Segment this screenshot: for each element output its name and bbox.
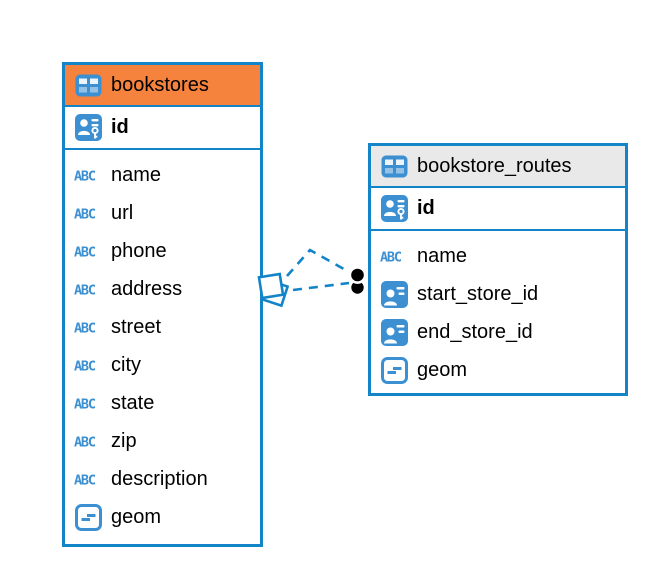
relation-line-upper[interactable] bbox=[286, 248, 352, 277]
text-icon: ABC bbox=[74, 428, 102, 455]
column-row[interactable]: geom bbox=[380, 351, 616, 389]
text-icon: ABC bbox=[74, 200, 102, 227]
primary-key-icon bbox=[380, 195, 408, 222]
relation-bookstores-to-bookstore-routes[interactable] bbox=[257, 248, 367, 308]
table-header[interactable]: bookstore_routes bbox=[371, 146, 625, 188]
svg-text:ABC: ABC bbox=[74, 472, 96, 488]
column-row[interactable]: ABC name bbox=[74, 156, 251, 194]
primary-key-icon bbox=[74, 114, 102, 141]
svg-text:ABC: ABC bbox=[74, 434, 96, 450]
column-name: name bbox=[111, 163, 162, 186]
column-row[interactable]: ABC description bbox=[74, 460, 251, 498]
text-icon: ABC bbox=[74, 314, 102, 341]
column-row[interactable]: ABC street bbox=[74, 308, 251, 346]
text-icon: ABC bbox=[74, 276, 102, 303]
text-icon: ABC bbox=[74, 390, 102, 417]
relation-line-lower[interactable] bbox=[292, 281, 350, 292]
table-icon bbox=[380, 153, 408, 180]
svg-text:ABC: ABC bbox=[380, 249, 402, 265]
text-icon: ABC bbox=[74, 466, 102, 493]
column-name: street bbox=[111, 315, 162, 338]
svg-text:ABC: ABC bbox=[74, 168, 96, 184]
relation-source-squares-marker bbox=[257, 272, 290, 308]
column-row[interactable]: ABC city bbox=[74, 346, 251, 384]
column-name: start_store_id bbox=[417, 282, 539, 305]
column-name: url bbox=[111, 201, 134, 224]
column-name: phone bbox=[111, 239, 167, 262]
primary-key-row[interactable]: id bbox=[65, 107, 260, 150]
column-row[interactable]: end_store_id bbox=[380, 313, 616, 351]
relation-target-dots-marker bbox=[348, 266, 367, 294]
table-bookstore-routes[interactable]: bookstore_routes id ABC name start_store_i… bbox=[368, 143, 628, 396]
column-name: id bbox=[111, 116, 129, 138]
column-name: address bbox=[111, 277, 183, 300]
table-icon bbox=[74, 72, 102, 99]
column-name: name bbox=[417, 244, 468, 267]
column-name: end_store_id bbox=[417, 320, 533, 343]
column-row[interactable]: ABC phone bbox=[74, 232, 251, 270]
column-name: geom bbox=[111, 505, 162, 528]
foreign-key-icon bbox=[380, 280, 408, 308]
column-row[interactable]: ABC name bbox=[380, 237, 616, 275]
column-name: id bbox=[417, 197, 435, 219]
svg-text:ABC: ABC bbox=[74, 282, 96, 298]
svg-text:ABC: ABC bbox=[74, 244, 96, 260]
svg-text:ABC: ABC bbox=[74, 358, 96, 374]
svg-text:ABC: ABC bbox=[74, 320, 96, 336]
table-title: bookstores bbox=[111, 73, 209, 96]
column-name: geom bbox=[417, 358, 468, 381]
text-icon: ABC bbox=[74, 238, 102, 265]
column-row[interactable]: geom bbox=[74, 498, 251, 536]
table-title: bookstore_routes bbox=[417, 154, 572, 177]
geometry-icon bbox=[74, 503, 102, 531]
column-row[interactable]: start_store_id bbox=[380, 275, 616, 313]
text-icon: ABC bbox=[74, 352, 102, 379]
geometry-icon bbox=[380, 356, 408, 384]
column-row[interactable]: ABC zip bbox=[74, 422, 251, 460]
svg-text:ABC: ABC bbox=[74, 206, 96, 222]
foreign-key-icon bbox=[380, 318, 408, 346]
column-row[interactable]: ABC address bbox=[74, 270, 251, 308]
column-name: state bbox=[111, 391, 155, 414]
column-row[interactable]: ABC url bbox=[74, 194, 251, 232]
svg-text:ABC: ABC bbox=[74, 396, 96, 412]
table-header[interactable]: bookstores bbox=[65, 65, 260, 107]
text-icon: ABC bbox=[74, 162, 102, 189]
primary-key-row[interactable]: id bbox=[371, 188, 625, 231]
column-name: zip bbox=[111, 429, 137, 452]
column-row[interactable]: ABC state bbox=[74, 384, 251, 422]
column-name: description bbox=[111, 467, 208, 490]
text-icon: ABC bbox=[380, 243, 408, 270]
column-name: city bbox=[111, 353, 141, 376]
